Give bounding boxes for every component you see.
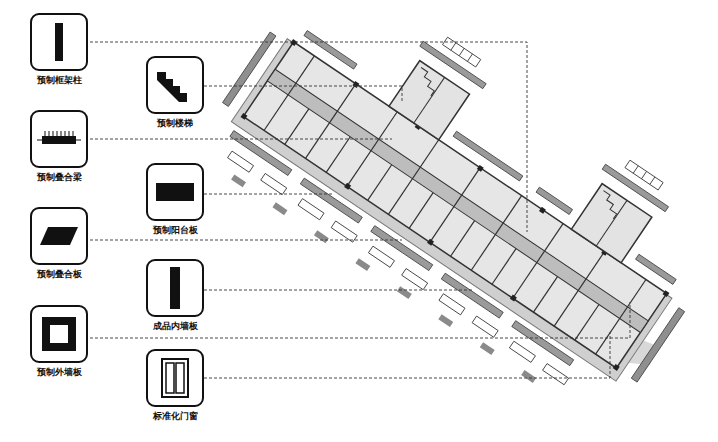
balcony-icon [148, 165, 202, 219]
building-model [190, 0, 718, 431]
icon-box [30, 207, 88, 265]
component-node: 预制叠合梁 [22, 110, 96, 183]
icon-box [146, 56, 204, 114]
component-label: 预制叠合梁 [22, 172, 96, 183]
icon-box [146, 259, 204, 317]
component-node: 标准化门窗 [138, 349, 212, 422]
component-label: 预制阳台板 [138, 225, 212, 236]
component-label: 预制框架柱 [22, 75, 96, 86]
component-label: 预制外墙板 [22, 367, 96, 378]
component-label: 预制楼梯 [138, 118, 212, 129]
slab-icon [32, 209, 86, 263]
stair-icon [148, 58, 202, 112]
icon-box [146, 163, 204, 221]
component-node: 预制楼梯 [138, 56, 212, 129]
icon-box [146, 349, 204, 407]
component-label: 标准化门窗 [138, 411, 212, 422]
icon-box [30, 13, 88, 71]
icon-box [30, 305, 88, 363]
component-node: 预制外墙板 [22, 305, 96, 378]
door-window-icon [148, 351, 202, 405]
component-label: 成品内墙板 [138, 321, 212, 332]
inner-wall-icon [148, 261, 202, 315]
component-node: 预制框架柱 [22, 13, 96, 86]
component-node: 预制叠合板 [22, 207, 96, 280]
leader-lines [90, 42, 630, 378]
component-node: 成品内墙板 [138, 259, 212, 332]
icon-box [30, 110, 88, 168]
component-label: 预制叠合板 [22, 269, 96, 280]
beam-icon [32, 112, 86, 166]
wall-panel-icon [32, 307, 86, 361]
column-icon [32, 15, 86, 69]
component-node: 预制阳台板 [138, 163, 212, 236]
